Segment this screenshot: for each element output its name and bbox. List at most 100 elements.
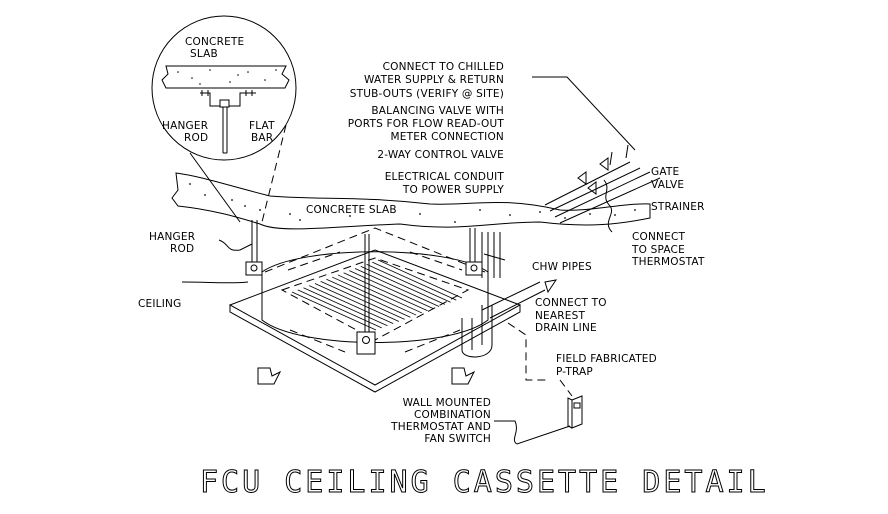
drain-arrow <box>544 279 558 294</box>
svg-text:CHW PIPES: CHW PIPES <box>532 261 592 273</box>
grille-fin <box>377 259 463 299</box>
callout-slab-speckles <box>177 69 277 85</box>
svg-text:FAN SWITCH: FAN SWITCH <box>424 433 491 445</box>
grille-fin <box>297 289 382 329</box>
svg-text:HANGER: HANGER <box>162 120 208 132</box>
airflow-arrows <box>257 367 476 385</box>
center-rod <box>364 234 370 342</box>
grille-fin <box>314 283 400 322</box>
label-gate-valve-2: VALVE <box>651 179 684 191</box>
pipe-breaks <box>609 144 629 166</box>
slot-1 <box>287 251 341 271</box>
label-wall-thermostat-3: THERMOSTAT AND <box>390 421 491 433</box>
leader-lines <box>181 76 636 445</box>
svg-text:PORTS FOR FLOW READ-OUT: PORTS FOR FLOW READ-OUT <box>348 118 505 130</box>
label-chilled-water-3: STUB-OUTS (VERIFY @ SITE) <box>350 88 504 100</box>
svg-text:THERMOSTAT AND: THERMOSTAT AND <box>390 421 491 433</box>
slab-label: CONCRETE SLAB <box>306 204 397 216</box>
label-drain-2: NEAREST <box>535 310 585 322</box>
chw-pipes-riser <box>544 161 661 224</box>
callout-hanger-rod <box>222 107 228 154</box>
svg-text:SLAB: SLAB <box>190 48 218 60</box>
label-chilled-water-1: CONNECT TO CHILLED <box>383 61 504 73</box>
hanger-rod-right <box>469 228 476 262</box>
grille-fin <box>349 270 434 310</box>
drain-line <box>481 281 546 319</box>
label-hanger-rod-2: ROD <box>170 243 194 255</box>
svg-text:ELECTRICAL CONDUIT: ELECTRICAL CONDUIT <box>385 171 505 183</box>
callout-leader-left <box>189 152 241 223</box>
svg-text:METER CONNECTION: METER CONNECTION <box>391 131 504 143</box>
grille-fin <box>354 268 440 307</box>
label-gate-valve-1: GATE <box>651 166 679 178</box>
grille-fin <box>331 276 417 316</box>
label-p-trap-2: P-TRAP <box>556 366 593 378</box>
svg-text:CONCRETE: CONCRETE <box>185 36 244 48</box>
svg-text:NEAREST: NEAREST <box>535 310 585 322</box>
label-balancing-3: METER CONNECTION <box>391 131 504 143</box>
fcu-cassette <box>228 227 522 393</box>
callout-hanger-label-2: ROD <box>184 132 208 144</box>
label-balancing-2: PORTS FOR FLOW READ-OUT <box>348 118 505 130</box>
svg-text:FIELD FABRICATED: FIELD FABRICATED <box>556 353 657 365</box>
wall-thermostat <box>567 395 583 429</box>
svg-text:ROD: ROD <box>184 132 208 144</box>
label-drain-1: CONNECT TO <box>535 297 607 309</box>
svg-text:ROD: ROD <box>170 243 194 255</box>
svg-text:FCU CEILING CASSETTE DETAIL: FCU CEILING CASSETTE DETAIL <box>200 465 769 500</box>
svg-text:STUB-OUTS (VERIFY @ SITE): STUB-OUTS (VERIFY @ SITE) <box>350 88 504 100</box>
concrete-slab: CONCRETE SLAB <box>171 172 651 230</box>
slot-2 <box>409 251 463 271</box>
grille-fin <box>372 261 457 301</box>
svg-text:CONNECT TO CHILLED: CONNECT TO CHILLED <box>383 61 504 73</box>
svg-text:CONNECT TO: CONNECT TO <box>535 297 607 309</box>
svg-text:THERMOSTAT: THERMOSTAT <box>631 256 705 268</box>
thermostat-body <box>571 395 583 429</box>
svg-text:TO SPACE: TO SPACE <box>631 244 685 256</box>
leader-chilled-water <box>532 76 636 151</box>
leader-wall-thermostat <box>494 420 571 445</box>
slab-speckles <box>189 183 636 223</box>
hidden-outline-top <box>264 227 486 273</box>
slot-4 <box>404 329 461 353</box>
callout-slab <box>161 65 290 89</box>
label-electrical-2: TO POWER SUPPLY <box>402 184 505 196</box>
svg-text:COMBINATION: COMBINATION <box>414 409 491 421</box>
labels: CONNECT TO CHILLED WATER SUPPLY & RETURN… <box>138 61 705 445</box>
svg-text:CONCRETE SLAB: CONCRETE SLAB <box>306 204 397 216</box>
detail-callout: CONCRETE SLAB HANGER ROD FLAT BAR <box>151 15 297 223</box>
label-space-thermostat-2: TO SPACE <box>631 244 685 256</box>
label-control-valve: 2-WAY CONTROL VALVE <box>377 149 504 161</box>
hanger-bracket-left <box>245 261 263 276</box>
thermostat-display <box>573 402 581 409</box>
grille-fin <box>320 280 405 320</box>
leader-hanger-rod <box>218 239 253 251</box>
label-balancing-1: BALANCING VALVE WITH <box>371 105 504 117</box>
label-hanger-rod-1: HANGER <box>149 231 195 243</box>
p-trap-bend <box>461 344 493 358</box>
leader-ceiling <box>181 281 249 284</box>
grille-fin <box>343 272 428 312</box>
grille-fin <box>326 278 411 318</box>
thermostat-wire <box>603 179 613 233</box>
slab-outline <box>171 172 651 230</box>
label-wall-thermostat-1: WALL MOUNTED <box>403 397 491 409</box>
grille-fin <box>366 263 451 303</box>
rod-nut <box>219 99 230 108</box>
thermostat-side <box>567 397 573 429</box>
svg-text:WALL MOUNTED: WALL MOUNTED <box>403 397 491 409</box>
label-strainer: STRAINER <box>651 201 705 213</box>
grille-fin <box>360 266 445 305</box>
callout-circle <box>151 15 297 161</box>
leader-p-trap <box>507 322 573 397</box>
svg-text:HANGER: HANGER <box>149 231 195 243</box>
svg-text:STRAINER: STRAINER <box>651 201 705 213</box>
label-chilled-water-2: WATER SUPPLY & RETURN <box>364 74 504 86</box>
label-ceiling: CEILING <box>138 298 181 310</box>
chw-piping <box>481 144 661 278</box>
svg-text:GATE: GATE <box>651 166 679 178</box>
grille-fin <box>309 285 394 324</box>
grille-fin <box>303 287 388 327</box>
